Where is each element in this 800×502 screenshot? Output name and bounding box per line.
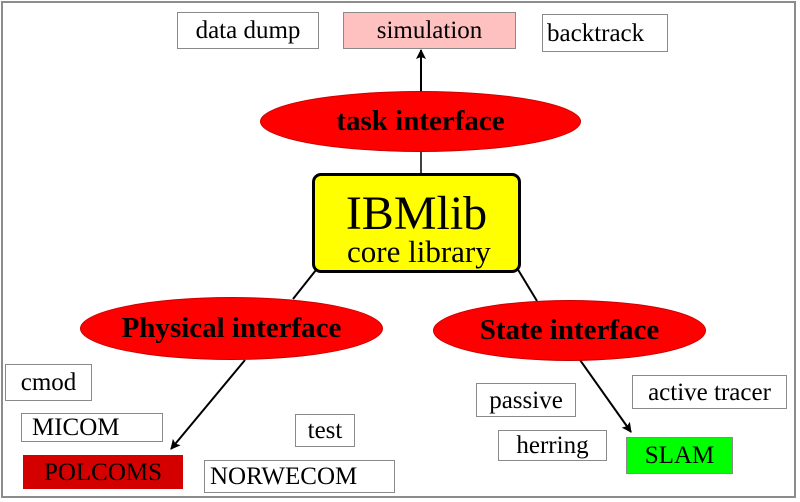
module-norwecom-label: NORWECOM (210, 463, 358, 490)
task-interface: task interface (260, 91, 581, 152)
task-interface-label: task interface (336, 105, 505, 137)
module-backtrack-label: backtrack (547, 19, 645, 47)
module-backtrack: backtrack (542, 14, 668, 52)
core-library-box: IBMlib core library (312, 173, 521, 273)
core-to-state-connector (516, 267, 538, 302)
module-herring-label: herring (516, 432, 589, 459)
module-simulation: simulation (343, 12, 516, 49)
core-subtitle: core library (347, 234, 491, 269)
module-simulation-label: simulation (376, 17, 483, 44)
module-active-tracer-label: active tracer (648, 378, 771, 406)
module-data-dump-label: data dump (195, 17, 301, 44)
module-micom: MICOM (21, 413, 163, 442)
state-interface: State interface (433, 300, 706, 361)
core-title: IBMlib (345, 187, 488, 240)
module-passive: passive (476, 383, 576, 417)
state-to-slam-arrow (579, 359, 632, 433)
module-slam-label: SLAM (644, 442, 715, 469)
module-norwecom: NORWECOM (204, 460, 395, 493)
module-cmod-label: cmod (20, 369, 77, 396)
module-data-dump: data dump (177, 12, 319, 49)
module-polcoms-label: POLCOMS (43, 458, 163, 486)
physical-interface: Physical interface (80, 297, 383, 360)
module-slam: SLAM (626, 437, 733, 474)
module-test: test (295, 414, 355, 447)
module-micom-label: MICOM (32, 414, 120, 441)
core-to-physical-connector (292, 269, 317, 300)
state-interface-label: State interface (479, 314, 660, 346)
module-active-tracer: active tracer (632, 375, 787, 409)
module-test-label: test (307, 417, 343, 444)
physical-interface-label: Physical interface (121, 312, 342, 344)
module-polcoms: POLCOMS (23, 455, 183, 489)
physical-to-polcoms-arrow (170, 359, 246, 450)
module-cmod: cmod (5, 364, 92, 401)
module-passive-label: passive (489, 386, 563, 414)
module-herring: herring (498, 430, 607, 461)
